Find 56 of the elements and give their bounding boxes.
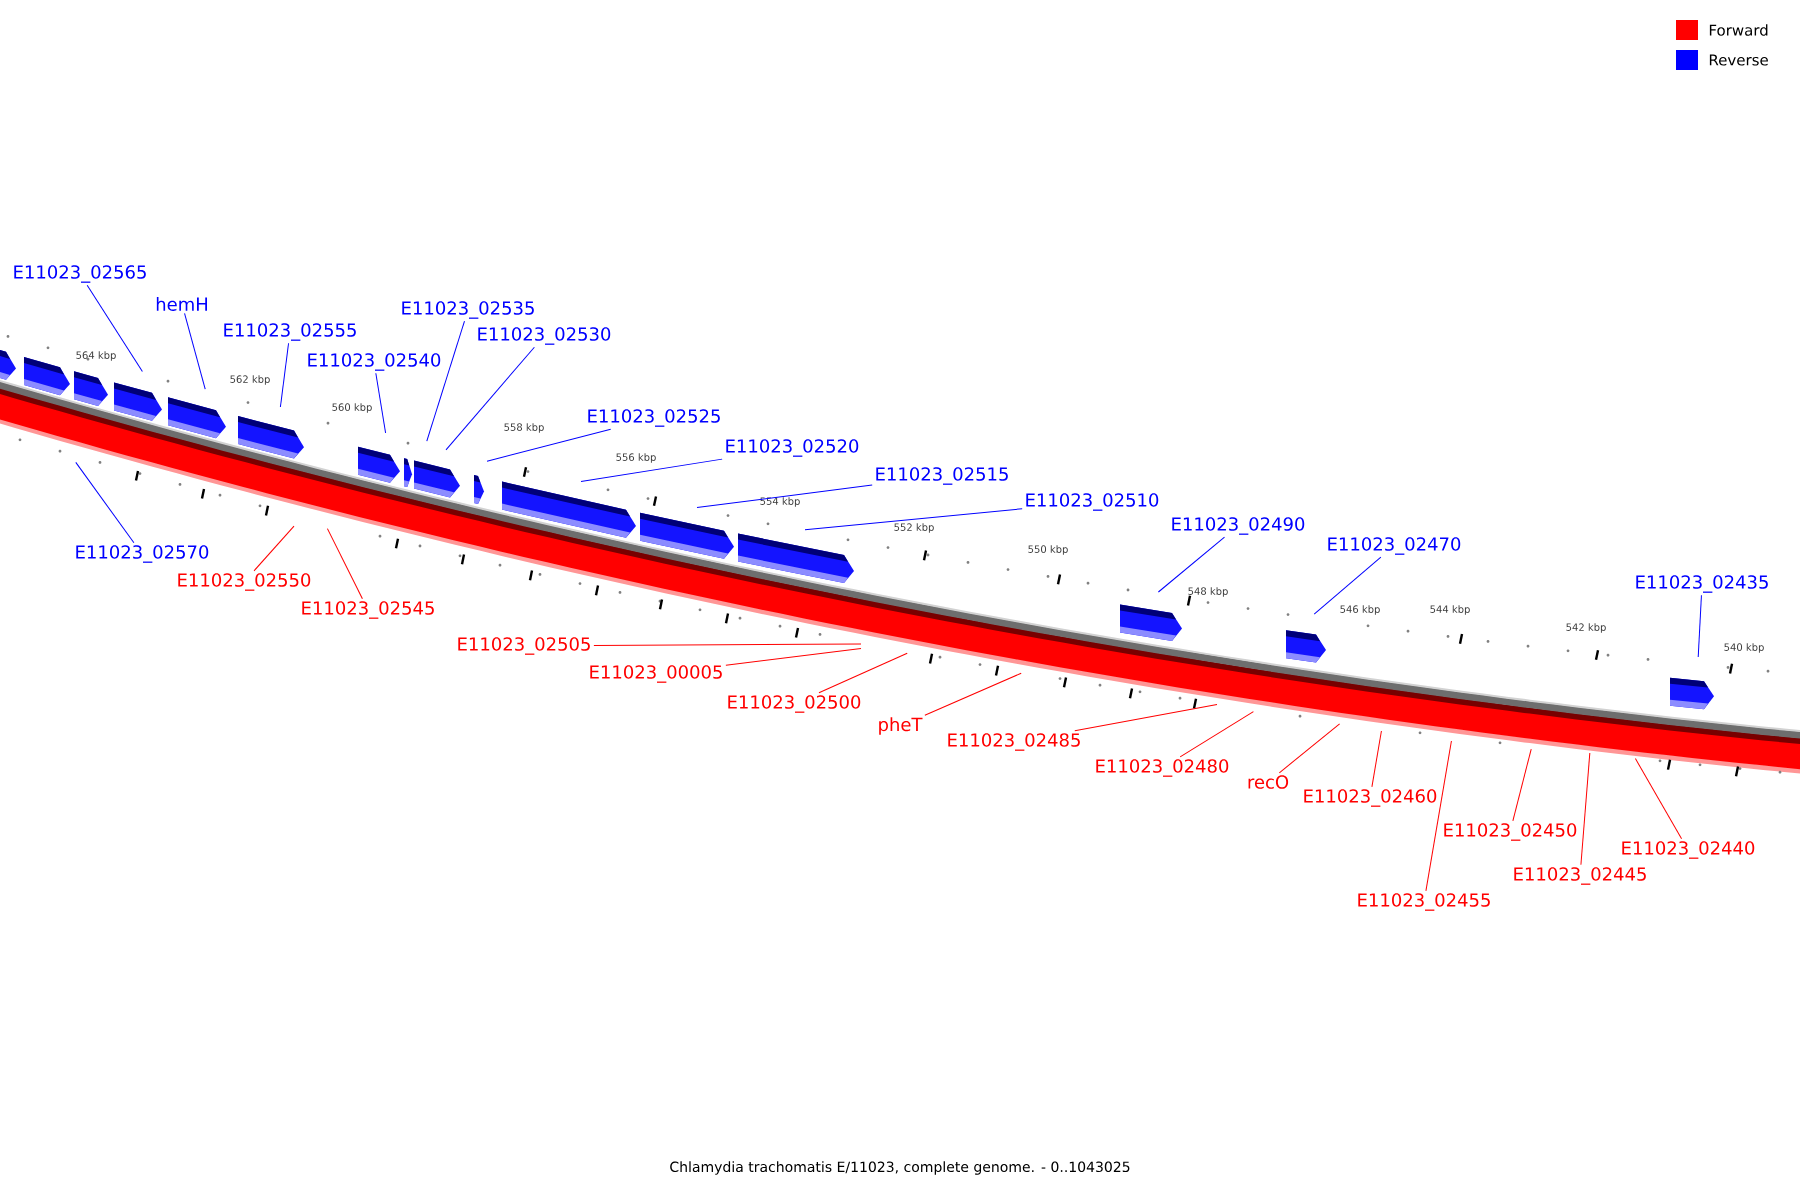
leader-line [279,342,290,408]
leader-line [184,312,206,390]
gene-label: E11023_02570 [76,545,209,563]
gene-label: E11023_02515 [876,467,1008,485]
gene-label: E11023_02505 [458,637,590,655]
leader-line [696,484,873,509]
gene-label: E11023_02510 [1026,493,1159,511]
gene-label: E11023_00005 [590,665,722,683]
gene-label: E11023_02535 [402,301,534,319]
leader-line [1580,752,1591,866]
gene-label: E11023_02520 [726,439,859,457]
leader-line [818,652,908,694]
gene-label: E11023_02440 [1622,841,1755,859]
leader-line [253,525,295,572]
gene-label: E11023_02550 [178,573,311,591]
gene-label: E11023_02525 [588,409,720,427]
leader-line [593,643,862,647]
gene-label: E11023_02545 [302,601,434,619]
leader-line [1425,740,1452,892]
gene-label: E11023_02490 [1172,517,1305,535]
leader-line [1157,536,1225,593]
gene-label: E11023_02470 [1328,537,1461,555]
gene-label: E11023_02460 [1304,789,1437,807]
gene-label: E11023_02450 [1444,823,1577,841]
gene-label: E11023_02485 [948,733,1080,751]
leader-line [75,461,135,544]
leader-line [426,320,465,442]
leader-line [1634,758,1683,840]
leader-line [1697,594,1702,658]
gene-label: E11023_02565 [14,265,146,283]
leader-line [1512,748,1532,822]
leader-line [804,508,1023,531]
leader-line [1278,723,1341,774]
gene-label: E11023_02530 [478,327,611,345]
leader-line [1074,704,1218,732]
leader-line [580,458,723,483]
leader-line [86,284,143,372]
gene-label: E11023_02455 [1358,893,1490,911]
gene-label: E11023_02500 [728,695,861,713]
leader-line [375,372,387,434]
gene-label: E11023_02555 [224,323,356,341]
leader-line [924,672,1022,716]
gene-label: hemH [156,297,207,311]
leader-line [725,647,862,666]
leader-line [445,346,535,451]
leader-line [1313,556,1382,615]
leader-line [486,428,612,462]
gene-label: E11023_02435 [1636,575,1768,593]
gene-label: E11023_02540 [308,353,441,371]
gene-label: recO [1248,775,1289,789]
leader-line [1179,711,1254,758]
gene-label: E11023_02445 [1514,867,1646,885]
leader-line [326,528,363,600]
leader-line [1371,730,1382,788]
gene-label: pheT [879,717,923,735]
gene-label: E11023_02480 [1096,759,1229,777]
